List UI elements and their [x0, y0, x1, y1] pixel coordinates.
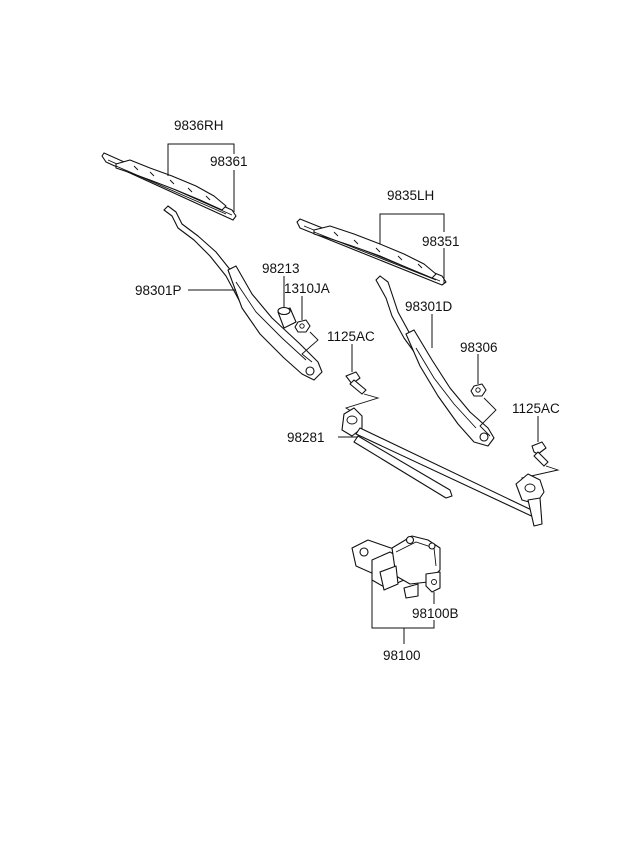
label-98306: 98306: [460, 340, 498, 355]
pivot-cap-98213: [277, 306, 297, 329]
label-98100b: 98100B: [412, 606, 459, 621]
nut-98306: [470, 383, 487, 397]
wiper-motor-98100: [351, 535, 441, 599]
wiper-blade-lh: [296, 218, 447, 286]
bolt-1125ac-right: [531, 441, 549, 467]
leader-9836rh: [167, 143, 235, 176]
wiper-linkage-98281: [341, 407, 545, 527]
bolt-1125ac-left: [345, 371, 367, 395]
label-98301p: 98301P: [135, 283, 182, 298]
label-98281: 98281: [287, 430, 325, 445]
nut-1310ja: [294, 319, 311, 333]
wiper-blade-rh: [101, 152, 237, 221]
dash-nut-to-arm: [301, 331, 319, 363]
dash-98306-to-arm: [479, 397, 497, 437]
leader-9835lh: [379, 213, 445, 244]
label-98213: 98213: [262, 261, 300, 276]
label-98361: 98361: [210, 154, 248, 169]
label-1125ac-left: 1125AC: [327, 329, 375, 344]
label-1310ja: 1310JA: [284, 281, 330, 296]
label-98351: 98351: [422, 234, 460, 249]
label-9836rh: 9836RH: [174, 118, 224, 133]
label-9835lh: 9835LH: [387, 188, 434, 203]
leader-98100: [371, 572, 435, 644]
wiper-arm-98301p: [163, 205, 323, 381]
label-98100: 98100: [383, 648, 421, 663]
label-98301d: 98301D: [405, 299, 453, 314]
label-1125ac-right: 1125AC: [512, 401, 560, 416]
wiper-arm-98301d: [375, 275, 495, 447]
